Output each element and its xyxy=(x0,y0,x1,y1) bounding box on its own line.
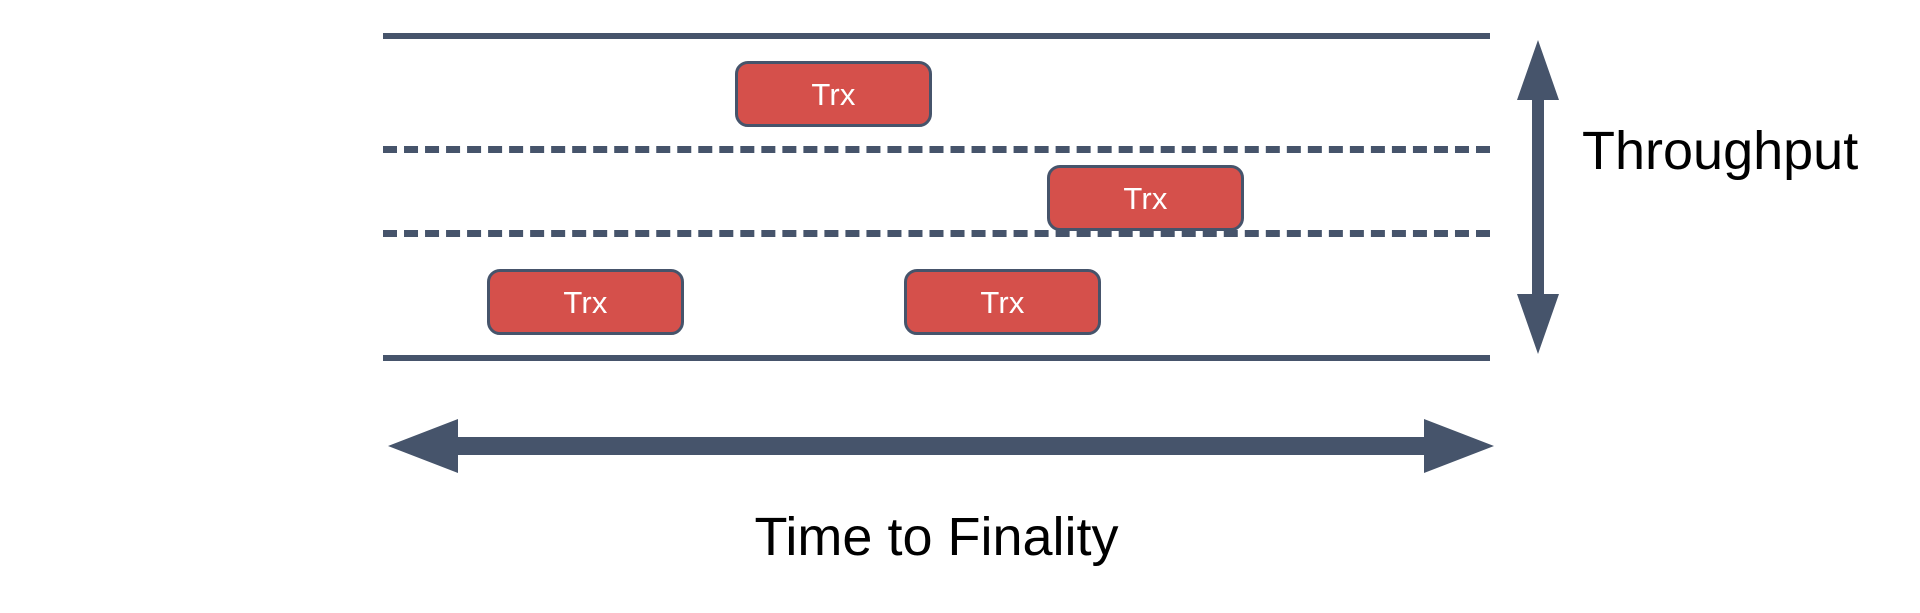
lane-diagram: Trx Trx Trx Trx xyxy=(383,33,1490,361)
lane-boundary-bottom xyxy=(383,355,1490,361)
lane-divider-upper xyxy=(383,146,1490,153)
transaction-block[interactable]: Trx xyxy=(1047,165,1244,231)
double-arrow-horizontal-icon xyxy=(388,415,1494,477)
double-arrow-vertical-icon xyxy=(1516,40,1560,354)
throughput-axis-label: Throughput xyxy=(1582,121,1859,181)
lane-boundary-top xyxy=(383,33,1490,39)
transaction-block[interactable]: Trx xyxy=(487,269,684,335)
lane-divider-lower xyxy=(383,230,1490,237)
transaction-block[interactable]: Trx xyxy=(904,269,1101,335)
time-axis-label: Time to Finality xyxy=(754,507,1119,567)
transaction-block[interactable]: Trx xyxy=(735,61,932,127)
